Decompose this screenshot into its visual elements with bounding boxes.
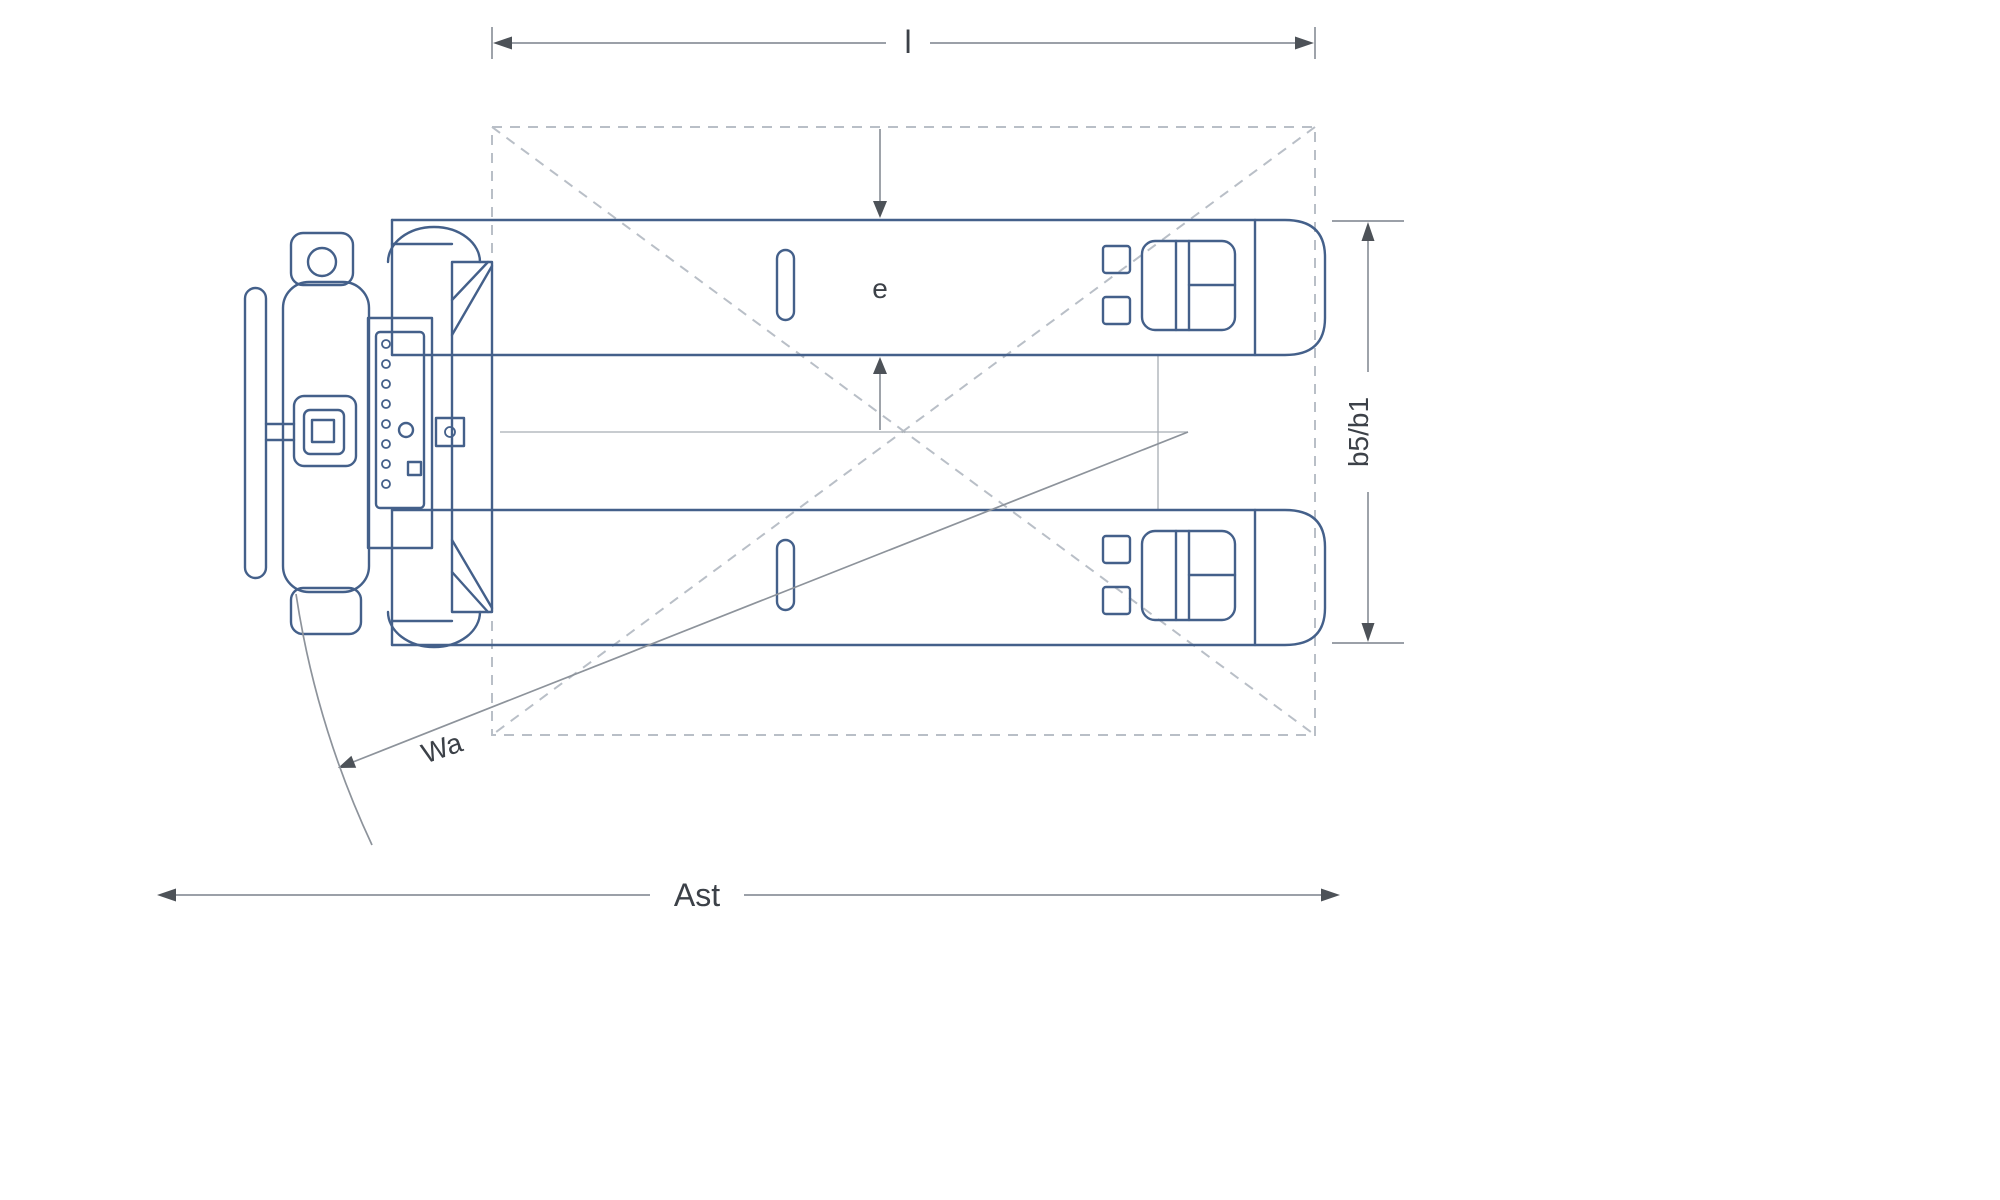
rivet [381,419,391,429]
rivet [381,479,391,489]
dimension-wa: Wa [295,431,1189,846]
drive-wheel-dome-top [386,225,482,264]
fork-top-slot [775,248,796,322]
rivet [381,379,391,389]
ast-arrow-left [157,888,176,902]
wa-turning-arc [295,593,373,846]
fork-bottom-roller-1 [1101,534,1132,565]
dimension-e: e [872,129,888,430]
fork-bottom-slot [775,538,796,612]
l-arrow-right [1295,36,1314,50]
e-arrow-down [873,201,887,218]
fork-bottom-outline [390,508,1327,647]
rivet [381,439,391,449]
drive-wheel-dome-bottom [386,610,482,649]
control-button [310,418,336,444]
rivet [381,339,391,349]
tiller-grip-bar [243,286,268,580]
fork-bottom [390,508,1327,647]
label-b5-b1: b5/b1 [1343,397,1374,467]
dimension-l: l [491,24,1316,60]
backrest-inner-plate [374,330,426,510]
fork-bottom-roller-2 [1101,585,1132,616]
drive-unit-bottom-cap [289,586,363,636]
b5-arrow-down [1361,623,1375,642]
fork-top-roller-2 [1101,295,1132,326]
bracket-bolt [444,426,456,438]
wa-arrow [338,755,357,768]
fork-top-roller-1 [1101,244,1132,275]
mount-bracket [434,416,466,448]
carriage-gusset-1 [450,264,494,337]
pallet-diagonal-2 [491,126,1316,736]
carriage-gusset-2 [450,260,490,302]
l-arrow-left [493,36,512,50]
e-arrow-up [873,357,887,374]
rivet [381,399,391,409]
drive-unit [243,231,371,636]
label-ast: Ast [674,877,720,913]
plate-notch [406,460,423,477]
truck-drawing [243,218,1327,649]
control-head [292,394,358,468]
drive-unit-top-knob [306,246,338,278]
ast-arrow-right [1321,888,1340,902]
wa-radius-line [352,431,1189,763]
rivet [381,359,391,369]
carriage-plate [450,260,494,614]
pivot-bolt [397,421,415,439]
carriage [366,225,494,649]
fork-top [390,218,1327,357]
label-e: e [872,273,888,304]
fork-top-outline [390,218,1327,357]
dimension-b5-b1: b5/b1 [1332,220,1404,644]
control-head-inner [302,408,346,456]
b5-arrow-up [1361,222,1375,241]
drive-unit-body [281,280,371,594]
label-l: l [904,24,911,60]
rivet [381,459,391,469]
centerlines [500,355,1188,510]
drive-unit-top-cap [289,231,355,287]
carriage-gusset-4 [450,570,490,614]
dimension-ast: Ast [157,877,1340,913]
carriage-gusset-3 [450,538,494,610]
